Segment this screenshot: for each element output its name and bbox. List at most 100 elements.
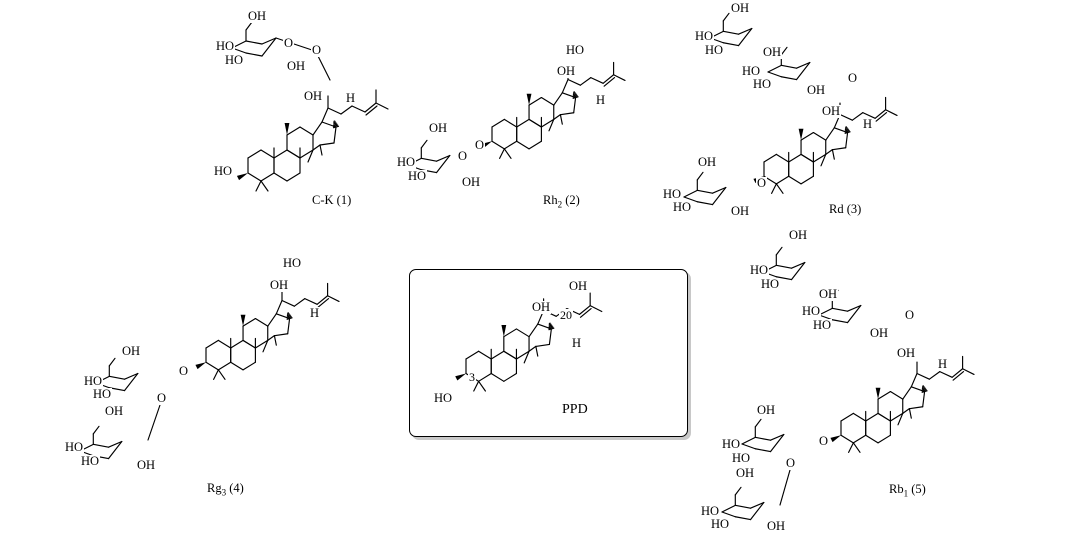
rd-side: [839, 113, 853, 121]
rg3-side: [304, 298, 318, 305]
rb1-ring-a: [840, 434, 854, 444]
rb1-glyc-cd: [779, 469, 791, 506]
rb1-h17: [921, 387, 926, 390]
rh2-ring-d: [573, 96, 577, 114]
rd-glc-c-ring: [722, 30, 740, 35]
rh2-ring-d: [553, 114, 561, 120]
ck-h17: [333, 124, 339, 128]
rb1-glc-d-ring: [749, 501, 765, 509]
rh2-glc-ho4: HO: [396, 155, 417, 169]
ck-ring-b: [273, 149, 288, 159]
ck-ring-a: [247, 172, 262, 182]
rd-oh12-wedge: [798, 128, 804, 141]
rh2-methyl: [548, 118, 555, 132]
rb1-oh12: OH: [896, 346, 917, 360]
rh2-h17: H: [595, 93, 607, 107]
rg3-oh12-wedge: [240, 314, 246, 327]
rb1-glcb-oh2: OH: [869, 326, 890, 340]
rg3-glc-a-ring: [108, 375, 126, 380]
rb1-glc-a-ring: [790, 261, 806, 281]
rd-glc-b-ring: [767, 71, 782, 78]
rd-ring-c: [812, 153, 827, 163]
rg3-glcb-oh6: OH: [104, 404, 125, 418]
rh2-glc-ring: [420, 157, 438, 162]
ppd-gem-methyl: [473, 380, 480, 392]
rh2-methyl: [559, 114, 563, 125]
ck-o20-bond: [317, 55, 331, 81]
rd-ring-d: [831, 147, 847, 151]
rd-glcc-oh6: OH: [730, 1, 751, 15]
ck-ring-c: [286, 126, 301, 136]
ck-oh12-wedge: [284, 123, 290, 135]
rb1-glcd-ho3: HO: [710, 517, 731, 531]
rb1-ring-d: [908, 406, 924, 410]
rd-h17: [844, 128, 849, 131]
rh2-gem-methyl: [499, 148, 505, 159]
rg3-glc-b-ring: [107, 440, 123, 460]
rd-glc-b-ring: [795, 61, 811, 81]
ppd-side-db: [578, 305, 591, 315]
rg3-gem-methyl: [217, 369, 226, 380]
rh2-oh12-wedge: [526, 93, 532, 106]
ck-h17: [333, 123, 338, 126]
rg3-ring-c: [242, 339, 256, 349]
rd-h17: [844, 131, 851, 134]
rd-oh12: OH: [821, 104, 842, 118]
rb1-glc-b-ring: [831, 307, 849, 312]
rg3-ring-c: [242, 317, 256, 327]
rb1-glc-d-ring: [734, 516, 752, 521]
rb1-glcc-ho3: HO: [731, 451, 752, 465]
rh2-ring-a: [503, 118, 518, 128]
rb1-ring-d: [902, 408, 910, 414]
rh2-glc-o5: O: [457, 149, 469, 163]
rd-ring-d: [825, 149, 833, 155]
rd-glcc-oh2: OH: [762, 45, 783, 59]
rd-ring-c: [800, 153, 814, 163]
ppd-h17: H: [571, 336, 583, 350]
ppd-highlight-box: [409, 269, 688, 437]
ck-glc-ring: [261, 37, 277, 45]
rb1-ring-c: [889, 412, 904, 422]
ck-ring-d: [319, 142, 335, 146]
rg3-ring-a: [217, 339, 232, 349]
rd-ring-d: [845, 131, 849, 149]
rg3-h17: [286, 315, 292, 318]
ppd-methyl: [535, 345, 539, 357]
ppd-ring-a: [478, 350, 492, 360]
rb1-methyl: [908, 408, 912, 419]
rb1-glca-ho4: HO: [749, 263, 770, 277]
ck-side-me: [375, 102, 389, 110]
rb1-ring-c: [877, 412, 891, 422]
ppd-ring-d: [528, 345, 537, 352]
ppd-h17: [548, 325, 553, 328]
rb1-side-me: [962, 368, 975, 376]
rd-ring-b: [788, 175, 802, 185]
ck-ring-b: [286, 172, 301, 182]
ppd-ho3: HO: [433, 391, 454, 405]
caption-ppd: PPD: [562, 402, 588, 417]
rg3-side: [281, 299, 295, 307]
rg3-ring-c: [254, 339, 269, 349]
rd-o20: O: [847, 71, 859, 85]
rd-glc-b-ring: [780, 76, 798, 81]
rb1-glca-ho3: HO: [760, 277, 781, 291]
rb1-ring-d: [902, 386, 912, 400]
rh2-ring-c: [528, 118, 542, 128]
rh2-side-db: [603, 77, 616, 87]
rg3-oh12: OH: [269, 278, 290, 292]
ppd-h17: [548, 324, 553, 327]
rd-gem-methyl: [775, 183, 784, 194]
rh2-glc-ho3: HO: [407, 169, 428, 183]
rb1-glcb-ho4: HO: [801, 304, 822, 318]
rg3-ring-b: [242, 361, 256, 371]
ck-ring-a: [260, 149, 275, 159]
rb1-glc-a-ring: [790, 261, 806, 269]
rg3-glc-b-c6-oh: [92, 425, 100, 435]
ck-o20: O: [311, 43, 323, 57]
rg3-o3: O: [178, 364, 190, 378]
ck-ring-a: [260, 172, 275, 182]
rb1-glc-d-ring: [749, 501, 765, 521]
rd-glc-a-ring: [683, 189, 698, 198]
rh2-glc-ring: [435, 154, 451, 162]
rd-ring-a: [775, 175, 790, 185]
